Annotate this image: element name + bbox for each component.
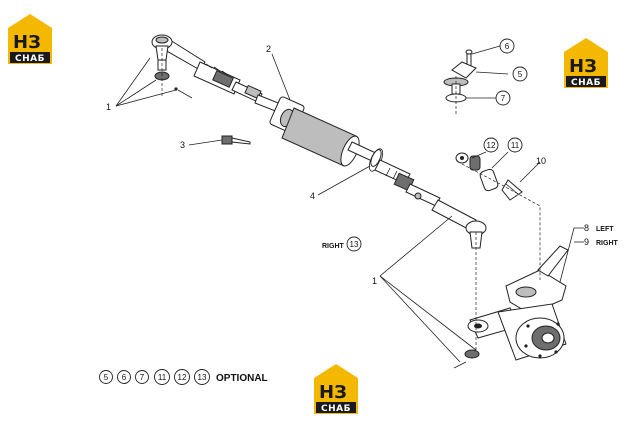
- tie-rod-end-right: [431, 199, 487, 249]
- logo-bottom-center: НЗ СНАБ: [314, 364, 358, 414]
- optional-item-circle: 12: [174, 369, 190, 385]
- kingpin-parts: [455, 152, 523, 201]
- svg-text:5: 5: [518, 70, 523, 79]
- tie-rod-end-left: [151, 34, 206, 99]
- callout-3: 3: [180, 140, 185, 150]
- callout-12-circle: 12: [483, 137, 499, 153]
- callout-8: 8: [584, 223, 589, 233]
- logo-word: СНАБ: [321, 404, 351, 414]
- callout-1-upper: 1: [106, 102, 111, 112]
- logo-shape: [564, 38, 608, 88]
- optional-item-circle: 6: [117, 370, 131, 384]
- logo-word: СНАБ: [15, 54, 45, 64]
- zerk-fitting-group: [443, 49, 477, 103]
- label-right: RIGHT: [596, 240, 619, 247]
- label-left: LEFT: [596, 226, 614, 233]
- svg-text:11: 11: [511, 141, 520, 150]
- steering-cylinder: [254, 94, 384, 172]
- callout-4: 4: [310, 191, 315, 201]
- callout-7-circle: 7: [495, 90, 511, 106]
- bolt-3: [221, 135, 251, 145]
- logo-letters: НЗ: [13, 32, 41, 53]
- optional-label: OPTIONAL: [216, 373, 268, 384]
- logo-shape: [8, 14, 52, 64]
- logo-shape: [314, 364, 358, 414]
- svg-text:11: 11: [158, 373, 167, 382]
- leader-lines: [115, 45, 584, 363]
- label-right-tie-rod: RIGHT: [322, 243, 345, 250]
- steering-knuckle: [453, 245, 569, 369]
- svg-text:13: 13: [350, 240, 359, 249]
- adjuster-right: [374, 159, 441, 207]
- logo-word: СНАБ: [571, 78, 601, 88]
- svg-text:7: 7: [140, 373, 145, 382]
- logo-band: [10, 52, 50, 63]
- callout-5-circle: 5: [512, 66, 528, 82]
- logo-band: [316, 402, 356, 413]
- svg-text:13: 13: [198, 373, 207, 382]
- svg-text:6: 6: [505, 42, 510, 51]
- callout-1-lower: 1: [372, 276, 377, 286]
- logo-top-right: НЗ СНАБ: [564, 38, 608, 88]
- optional-item-circle: 11: [154, 369, 170, 385]
- svg-text:12: 12: [487, 141, 496, 150]
- optional-item-circle: 5: [99, 370, 113, 384]
- callout-11-circle: 11: [507, 137, 523, 153]
- logo-top-left: НЗ СНАБ: [8, 14, 52, 64]
- callout-9: 9: [584, 237, 589, 247]
- svg-text:7: 7: [501, 94, 506, 103]
- optional-item-circle: 13: [194, 369, 210, 385]
- svg-text:12: 12: [178, 373, 187, 382]
- logo-band: [566, 76, 606, 87]
- optional-legend: 5 6 7 11 12 13 OPTIONAL: [99, 369, 268, 385]
- callout-13-circle: 13: [346, 236, 362, 252]
- logo-letters: НЗ: [319, 382, 347, 403]
- callout-2: 2: [266, 44, 271, 54]
- svg-text:6: 6: [122, 373, 127, 382]
- logo-letters: НЗ: [569, 56, 597, 77]
- adjuster-left: [193, 61, 263, 103]
- optional-item-circle: 7: [135, 370, 149, 384]
- svg-text:5: 5: [104, 373, 109, 382]
- callout-10: 10: [536, 156, 546, 166]
- callout-6-circle: 6: [499, 38, 515, 54]
